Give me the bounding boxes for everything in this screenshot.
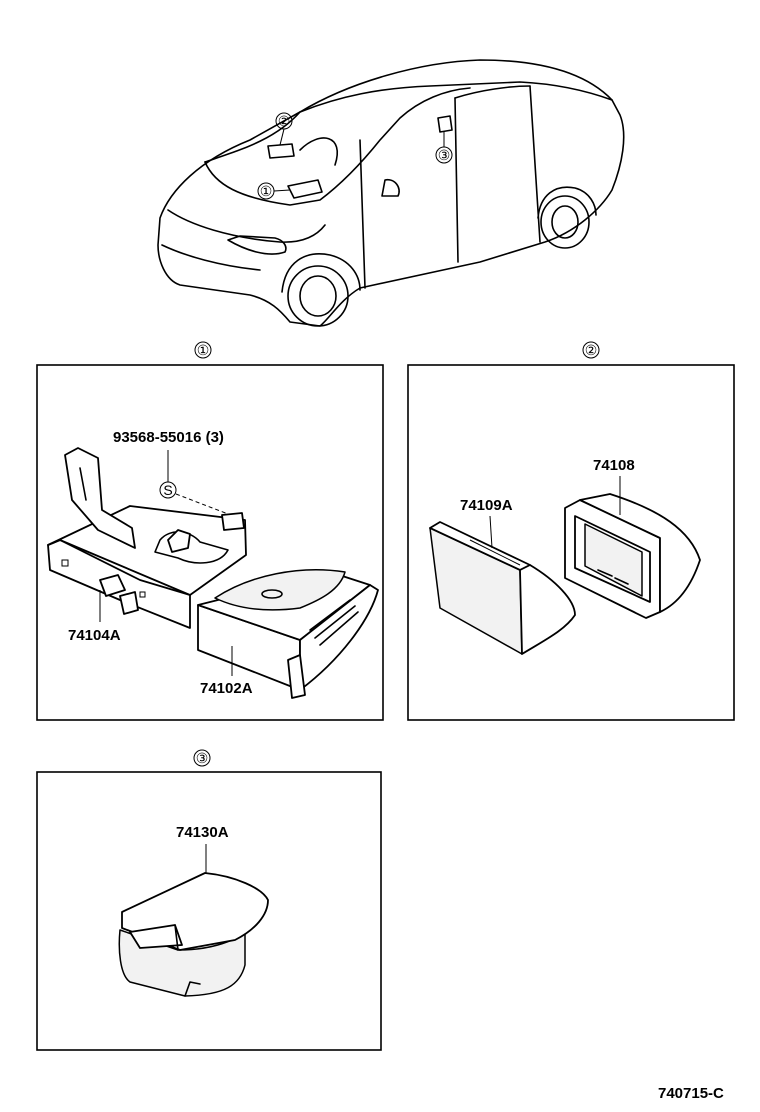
panel-marker: ③ [196, 750, 209, 766]
part-label-74104A: 74104A [68, 627, 121, 644]
part-label-74109A: 74109A [460, 497, 513, 514]
panel-frame [36, 364, 384, 721]
part-label-74130A: 74130A [176, 824, 229, 841]
panel-marker: ① [197, 342, 210, 358]
callout-label: ② [278, 113, 291, 129]
part-label-74108: 74108 [593, 457, 635, 474]
panel-frame [36, 771, 382, 1051]
car-callout-2: ② [275, 112, 293, 146]
car-callout-3: ③ [435, 132, 453, 164]
tray-74109A [429, 521, 576, 655]
callout-label: ① [260, 183, 273, 199]
bracket-74104A [47, 447, 247, 629]
ashtray-74102A [197, 569, 379, 699]
panel-marker: ② [585, 342, 598, 358]
panel-3: ③ 74130A [36, 749, 382, 1051]
car-callout-1: ① [257, 182, 291, 200]
diagram-code: 740715-C [658, 1085, 724, 1102]
part-label-93568-55016: 93568-55016 (3) [113, 429, 224, 446]
housing-74108 [564, 493, 701, 619]
part-label-74102A: 74102A [200, 680, 253, 697]
screw-symbol: S [163, 482, 172, 498]
panel-2: ② 74108 74109A [407, 341, 735, 721]
screw-93568: S [159, 450, 229, 515]
callout-label: ③ [438, 147, 451, 163]
panel-frame [407, 364, 735, 721]
panel-1: ① [36, 341, 384, 721]
ashtray-74130A [118, 872, 269, 997]
vehicle-illustration [157, 59, 625, 327]
